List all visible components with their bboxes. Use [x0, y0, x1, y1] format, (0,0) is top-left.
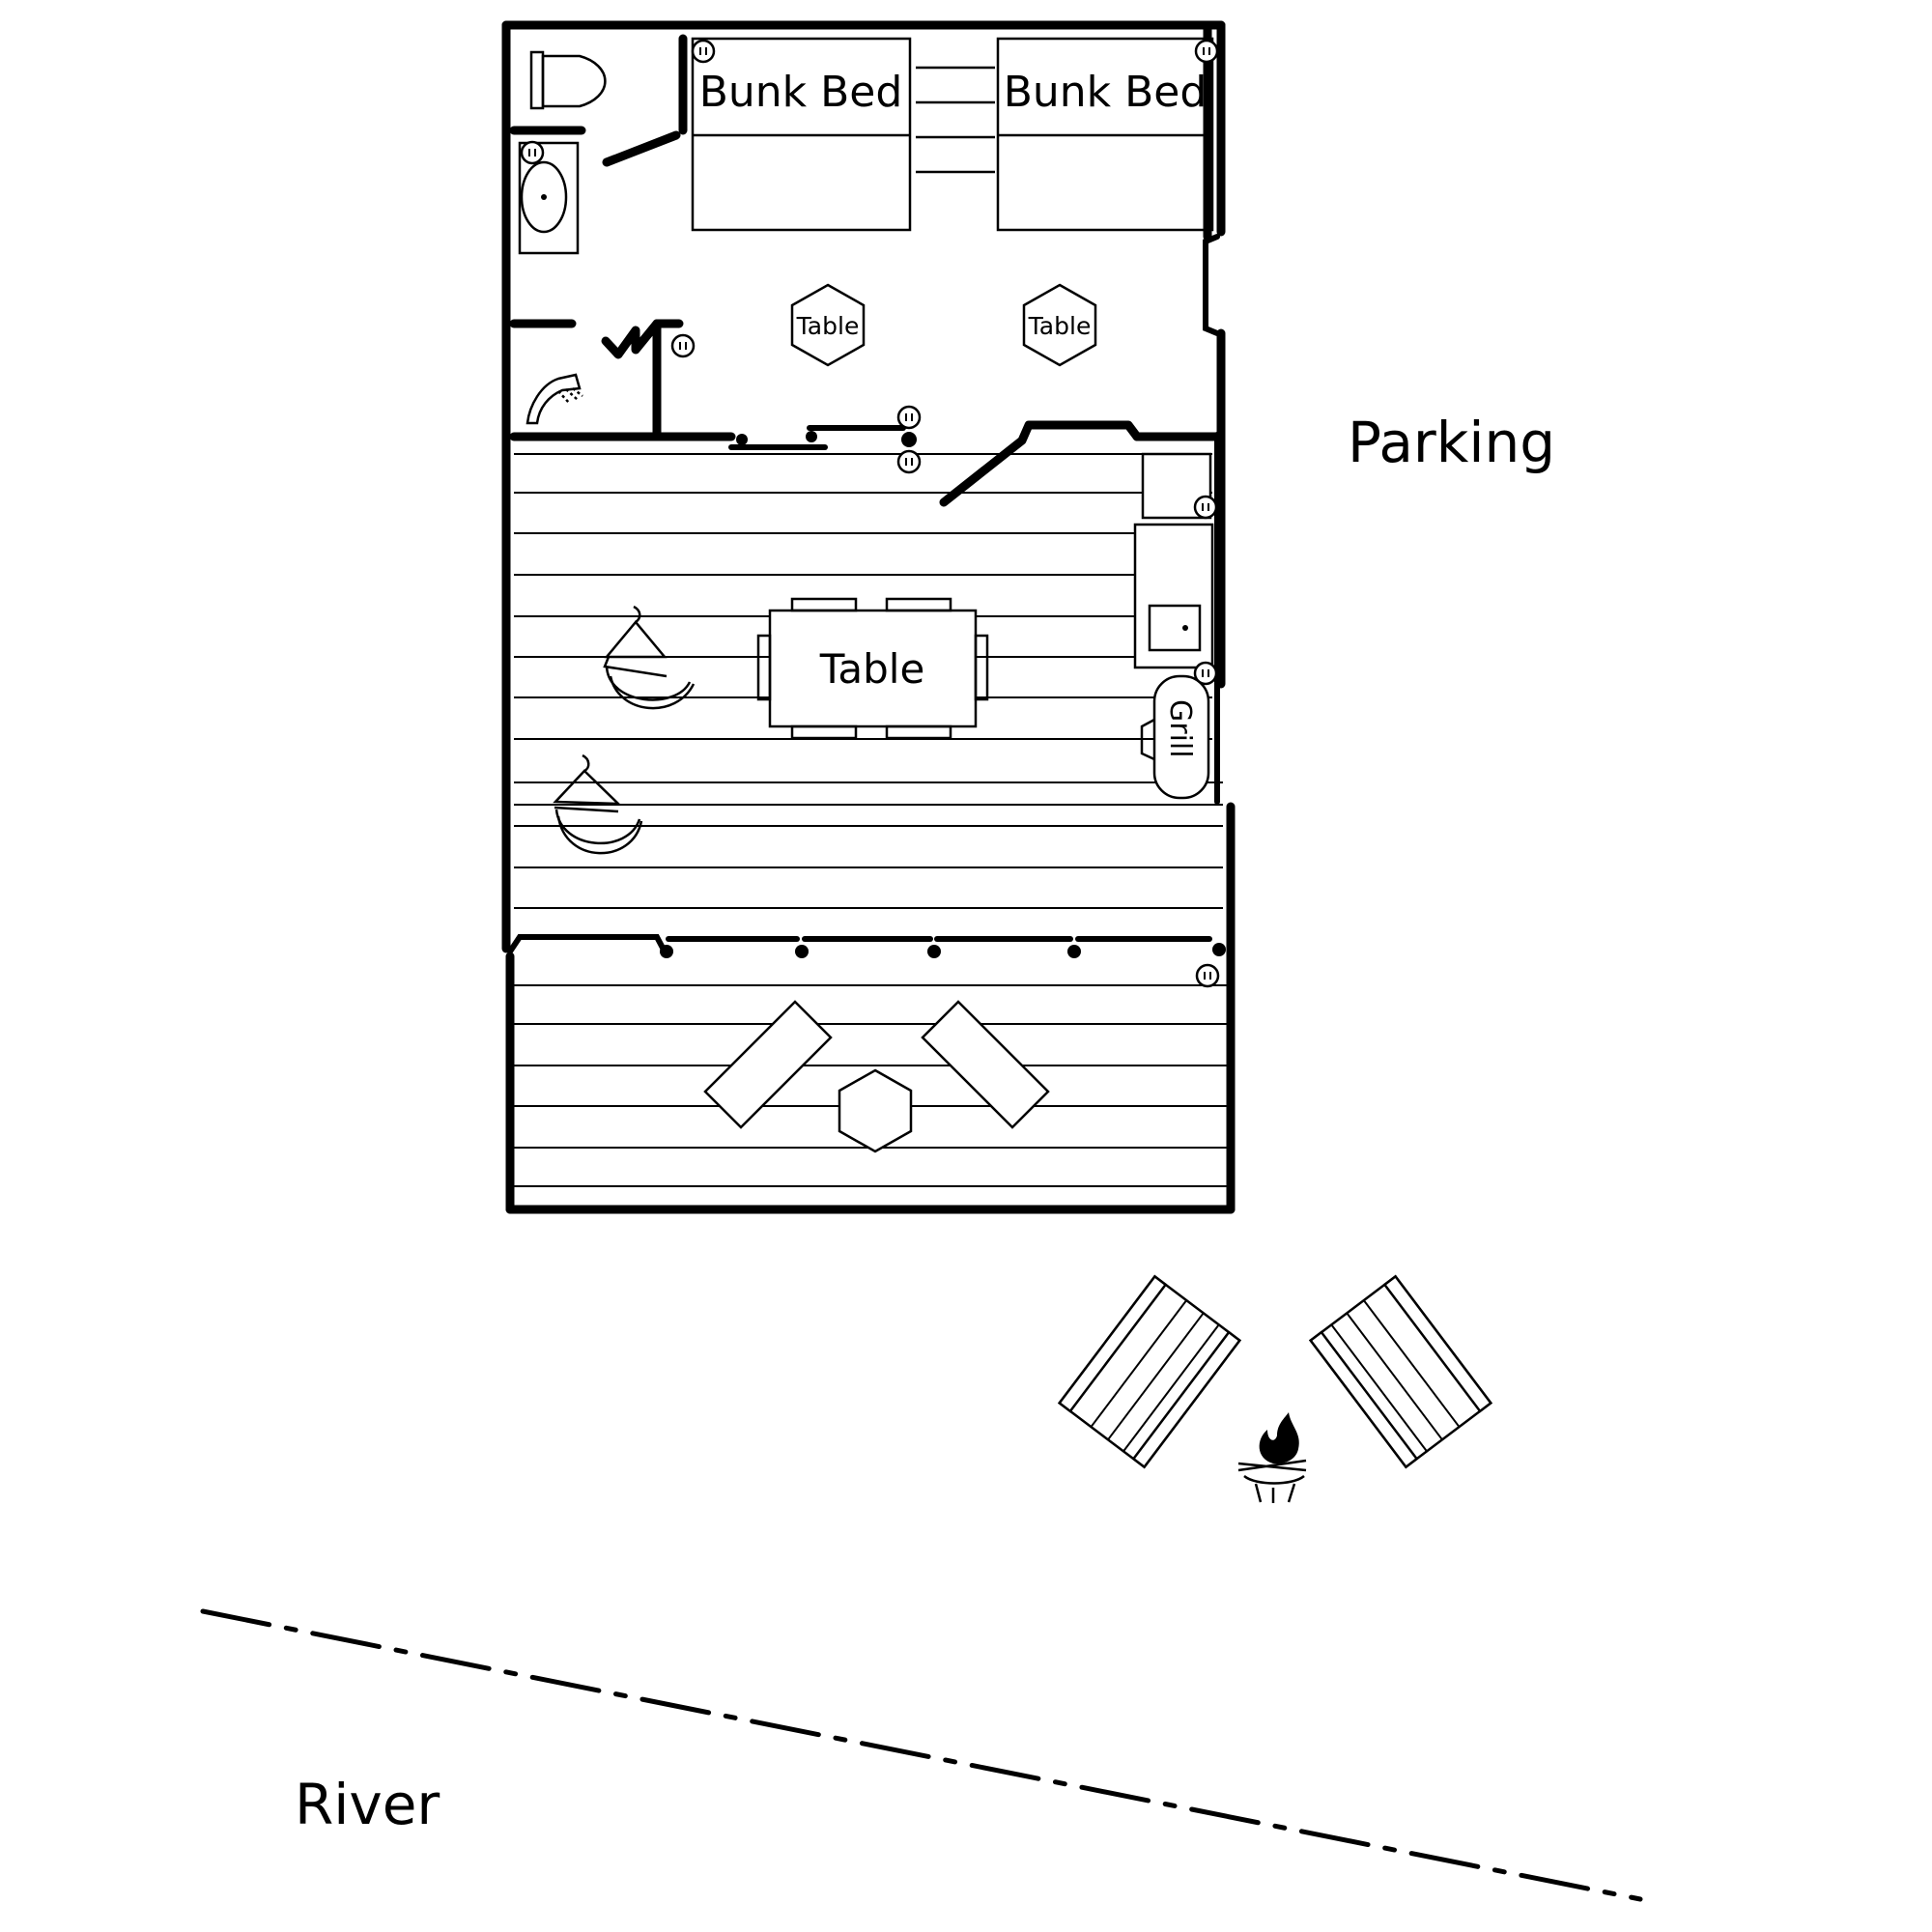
- bunk-ladder: [916, 66, 995, 174]
- deck-railing: [507, 934, 1226, 958]
- river-label: River: [295, 1772, 440, 1837]
- outlet-icon: [896, 405, 922, 430]
- toilet-icon: [529, 50, 607, 110]
- shower-icon: [526, 373, 583, 425]
- bathroom: [509, 34, 736, 441]
- lounge-chair-icon: [703, 1000, 833, 1129]
- outlet-icon: [691, 39, 716, 64]
- dining-table-label: Table: [819, 645, 925, 693]
- side-table-right: Table: [1022, 283, 1097, 367]
- sink-icon: [518, 141, 580, 255]
- outlet-icon: [1194, 39, 1219, 64]
- outlet-icons: [520, 39, 1220, 988]
- outlet-icon: [1195, 963, 1220, 988]
- picnic-table-icon: [1308, 1274, 1493, 1469]
- outlet-icon: [1193, 495, 1218, 520]
- bunk-bed-right-label: Bunk Bed: [1004, 68, 1208, 117]
- hanging-chair-icon: [603, 605, 696, 710]
- outlet-icon: [1193, 661, 1218, 686]
- outlet-icon: [520, 140, 545, 165]
- kitchen-counter: [1133, 523, 1214, 669]
- campfire-icon: [1237, 1412, 1307, 1503]
- picnic-table-icon: [1057, 1274, 1242, 1469]
- river-bank-line: [200, 1608, 1643, 1902]
- cabin-walls: [501, 20, 1236, 956]
- bunk-bed-right: Bunk Bed: [996, 37, 1214, 232]
- outlet-icon: [896, 449, 922, 474]
- open-deck: [505, 947, 1236, 1214]
- bunk-bed-left: Bunk Bed: [691, 37, 912, 232]
- side-table-left-label: Table: [796, 312, 860, 340]
- dining-table: Table: [756, 597, 989, 740]
- lounge-chair-icon: [921, 1000, 1050, 1129]
- deck-side-table: [838, 1068, 913, 1153]
- side-table-right-label: Table: [1028, 312, 1092, 340]
- parking-label: Parking: [1348, 410, 1555, 475]
- side-table-left: Table: [790, 283, 866, 367]
- interior-partition: [728, 420, 1226, 507]
- hanging-chair-icon: [553, 753, 643, 855]
- grill-label: Grill: [1163, 699, 1197, 758]
- grill: Grill: [1140, 674, 1210, 800]
- outlet-icon: [670, 333, 696, 358]
- bunk-bed-left-label: Bunk Bed: [699, 68, 903, 117]
